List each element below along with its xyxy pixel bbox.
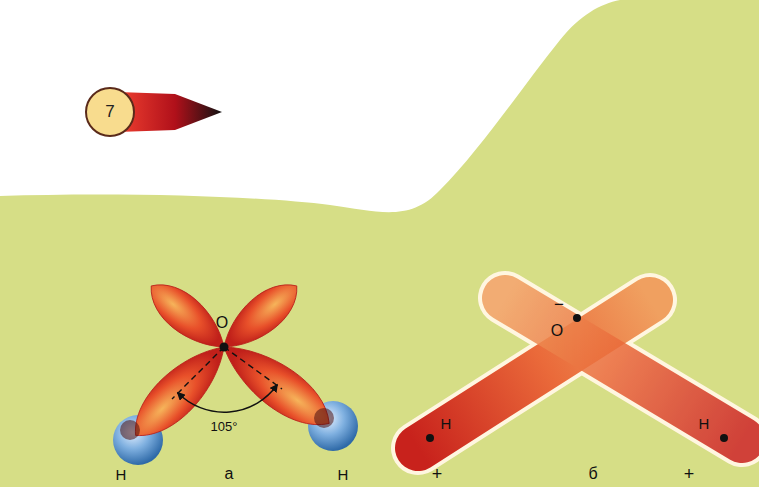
figure-letter: а [225,466,234,482]
atom-label: H [441,416,452,431]
oxygen-nucleus [573,314,581,322]
charge-sign: + [684,465,695,483]
atom-label: H [338,467,349,482]
angle-value: 105° [211,420,238,433]
atom-label: O [551,323,563,339]
overlap-shade [120,420,140,440]
callout-number: 7 [105,102,114,122]
charge-sign: − [554,296,564,313]
figure-letter: б [588,466,597,482]
hydrogen-nucleus [426,434,434,442]
axis-line [224,347,282,389]
angle-arc [178,385,277,412]
oxygen-nucleus [220,343,229,352]
atom-label: H [116,467,127,482]
hydrogen-nucleus [720,434,728,442]
callout-circle: 7 [85,87,135,137]
charge-sign: + [432,465,443,483]
atom-label: H [699,416,710,431]
bond-orbitals [418,298,742,448]
axis-line [172,347,224,399]
overlap-shade [314,408,334,428]
orbital-lobes [121,272,342,450]
atom-label: O [216,315,228,331]
